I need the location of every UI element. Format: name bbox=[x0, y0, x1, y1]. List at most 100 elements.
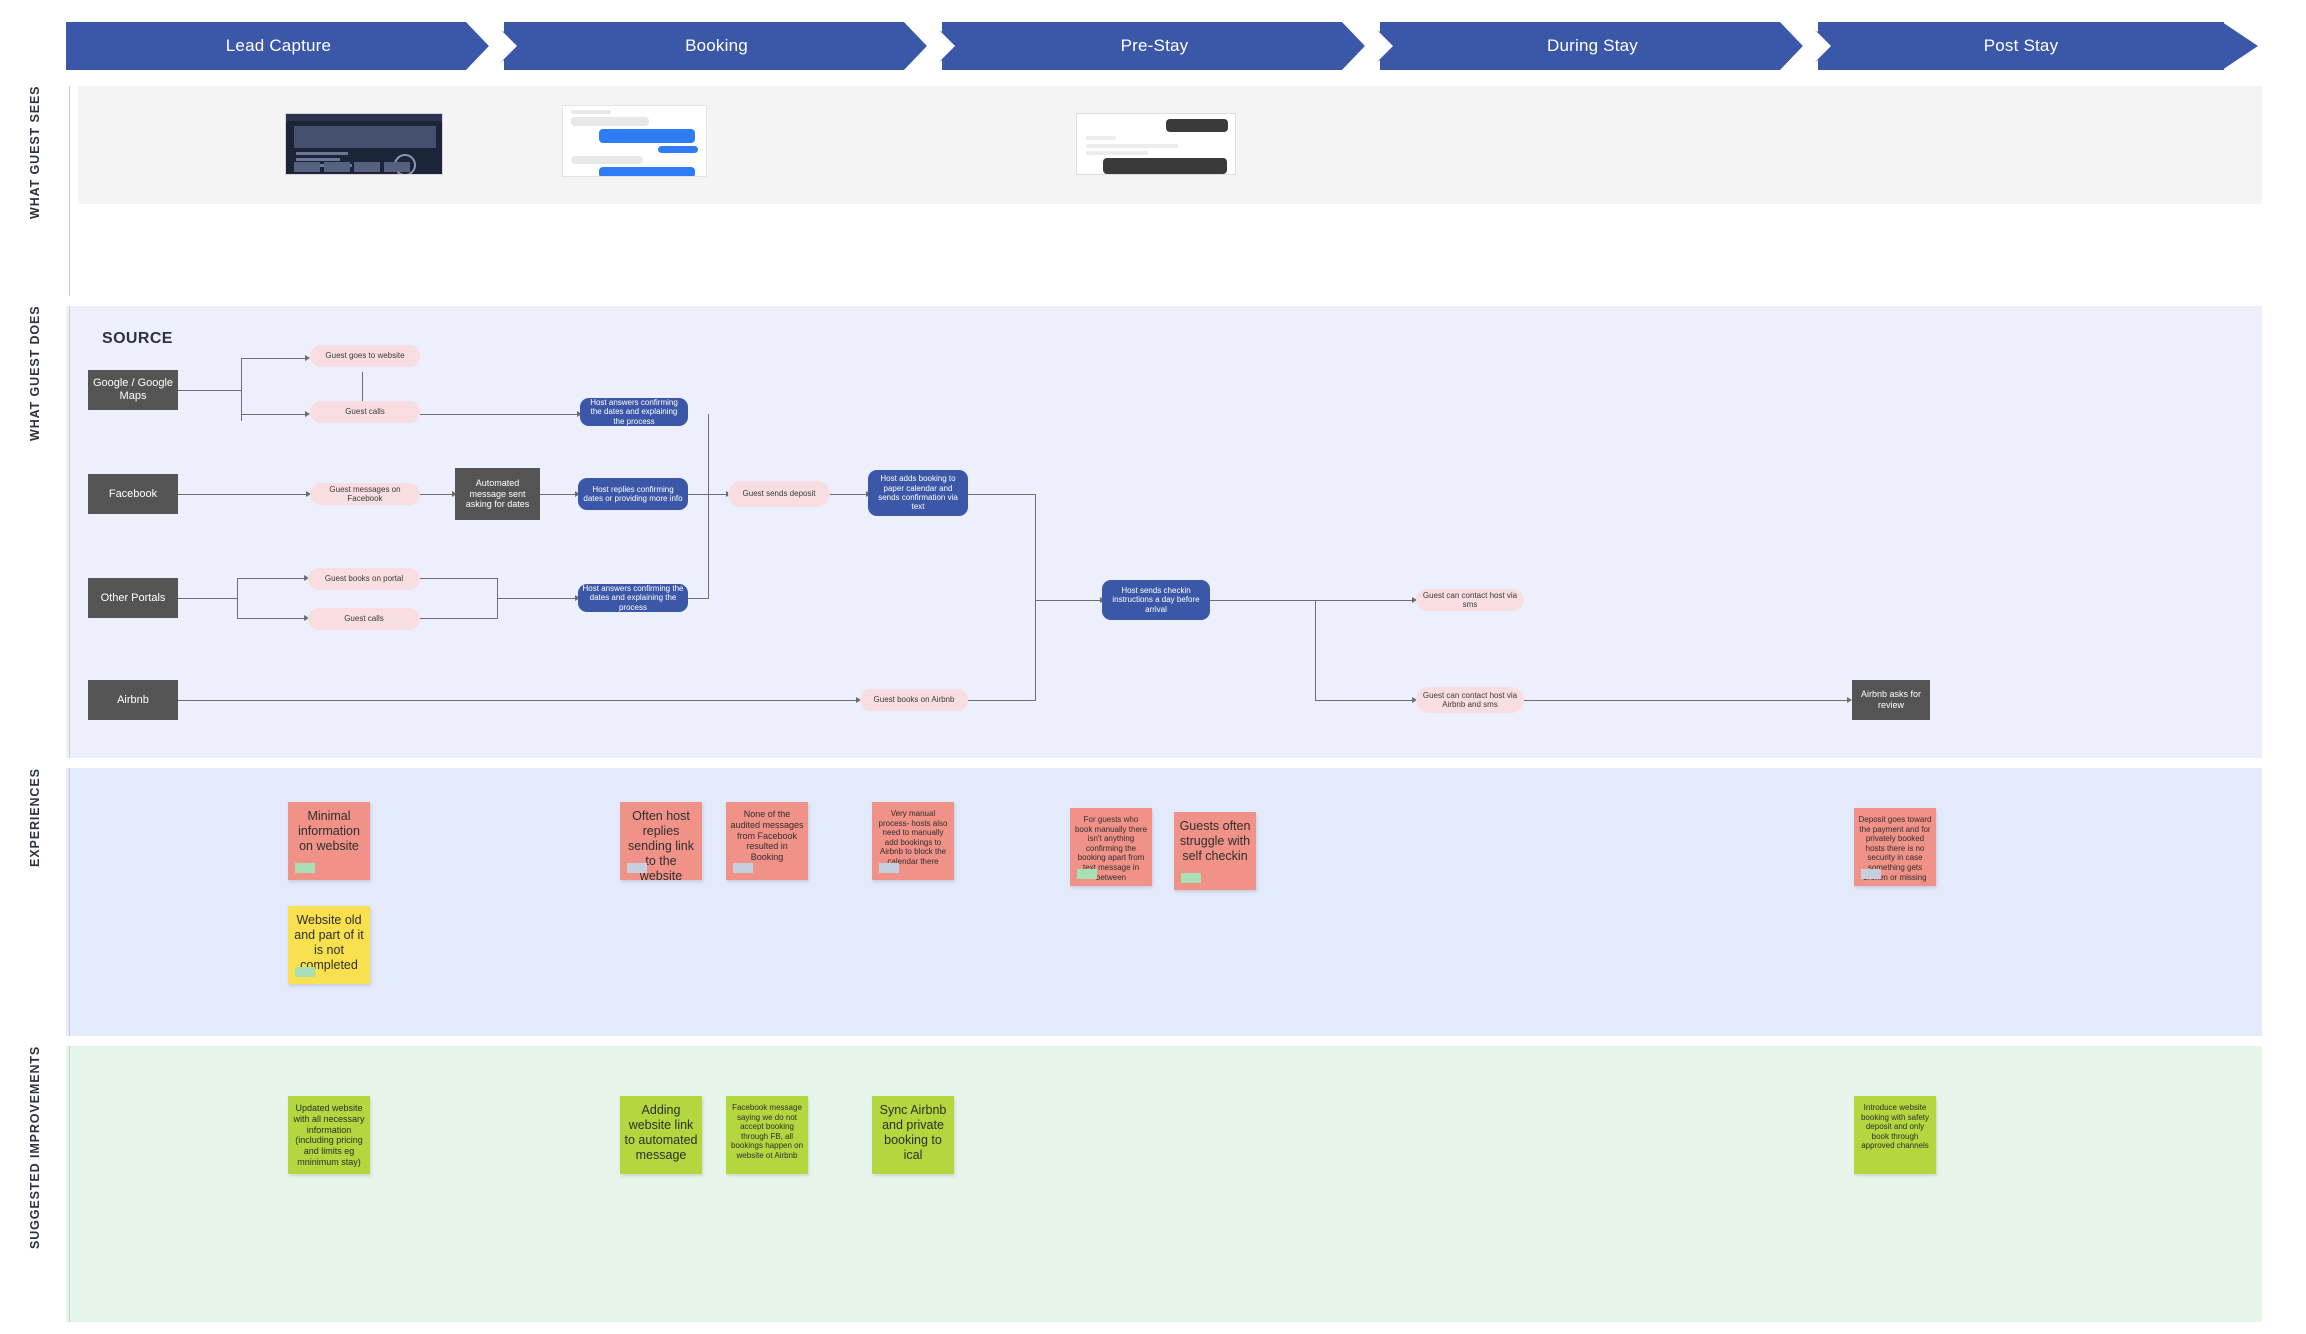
experience-note[interactable]: Often host replies sending link to the w… bbox=[620, 802, 702, 880]
row-label-text: WHAT GUEST SEES bbox=[28, 86, 42, 220]
node-label: Guest messages on Facebook bbox=[329, 484, 401, 503]
flow-step-guest-books-on-airbnb[interactable]: Guest books on Airbnb bbox=[860, 689, 968, 711]
row-label-what-guest-does: WHAT GUEST DOES bbox=[0, 306, 70, 758]
improvement-note[interactable]: Facebook message saying we do not accept… bbox=[726, 1096, 808, 1174]
phase-label: During Stay bbox=[1546, 36, 1639, 55]
row-label-what-guest-sees: WHAT GUEST SEES bbox=[0, 86, 70, 296]
phase-label: Post Stay bbox=[1983, 36, 2059, 55]
improvement-note[interactable]: Updated website with all necessary infor… bbox=[288, 1096, 370, 1174]
flow-step-guest-contact-host-airbnb-sms[interactable]: Guest can contact host via Airbnb and sm… bbox=[1416, 687, 1524, 713]
experience-note[interactable]: Very manual process- hosts also need to … bbox=[872, 802, 954, 880]
sticky-tag bbox=[1181, 873, 1201, 883]
flow-step-airbnb-asks-for-review[interactable]: Airbnb asks for review bbox=[1852, 680, 1930, 720]
node-label: Guest calls bbox=[345, 407, 385, 417]
node-label: Guest books on portal bbox=[324, 574, 404, 584]
flow-step-guest-calls-google[interactable]: Guest calls bbox=[310, 401, 420, 423]
experience-note[interactable]: Minimal information on website bbox=[288, 802, 370, 880]
sticky-text: Website old and part of it is not comple… bbox=[294, 913, 364, 972]
phase-during-stay[interactable]: During Stay bbox=[1380, 21, 1839, 71]
sticky-text: Deposit goes toward the payment and for … bbox=[1858, 815, 1932, 882]
sms-conversation-screenshot-thumbnail[interactable] bbox=[1076, 113, 1236, 175]
chevron-tip bbox=[2222, 22, 2258, 70]
flow-step-automated-message-sent[interactable]: Automated message sent asking for dates bbox=[455, 468, 540, 520]
node-label: Guest can contact host via Airbnb and sm… bbox=[1422, 690, 1518, 709]
sticky-tag bbox=[295, 863, 315, 873]
phase-lead-capture[interactable]: Lead Capture bbox=[66, 21, 525, 71]
node-label: Host replies confirming dates or providi… bbox=[583, 484, 683, 503]
band-suggested-improvements bbox=[66, 1046, 2262, 1322]
experience-note[interactable]: Guests often struggle with self checkin bbox=[1174, 812, 1256, 890]
flow-source-facebook[interactable]: Facebook bbox=[88, 474, 178, 514]
node-label: Airbnb bbox=[117, 693, 149, 706]
row-divider bbox=[69, 1046, 70, 1322]
row-label-experiences: EXPERIENCES bbox=[0, 768, 70, 1036]
experience-note[interactable]: Website old and part of it is not comple… bbox=[288, 906, 370, 984]
flow-step-host-sends-checkin-instructions[interactable]: Host sends checkin instructions a day be… bbox=[1102, 580, 1210, 620]
phase-booking[interactable]: Booking bbox=[504, 21, 963, 71]
row-divider bbox=[69, 768, 70, 1036]
flow-step-host-replies-confirming-dates[interactable]: Host replies confirming dates or providi… bbox=[578, 478, 688, 510]
flow-step-guest-sends-deposit[interactable]: Guest sends deposit bbox=[728, 481, 830, 507]
node-label: Guest goes to website bbox=[325, 351, 405, 361]
phase-label: Pre-Stay bbox=[1120, 36, 1189, 55]
phase-pre-stay[interactable]: Pre-Stay bbox=[942, 21, 1401, 71]
improvement-note[interactable]: Introduce website booking with safety de… bbox=[1854, 1096, 1936, 1174]
row-divider bbox=[69, 86, 70, 296]
sticky-text: Guests often struggle with self checkin bbox=[1179, 819, 1251, 863]
phase-ribbon: Lead Capture Booking Pre-Stay During Sta… bbox=[66, 21, 2262, 71]
flow-step-guest-contact-host-sms[interactable]: Guest can contact host via sms bbox=[1416, 589, 1524, 611]
sticky-text: Often host replies sending link to the w… bbox=[627, 809, 694, 880]
sticky-text: None of the audited messages from Facebo… bbox=[730, 809, 804, 863]
phase-post-stay[interactable]: Post Stay bbox=[1818, 22, 2258, 70]
flow-step-host-answers-confirming-dates-top[interactable]: Host answers confirming the dates and ex… bbox=[580, 398, 688, 426]
sticky-text: Updated website with all necessary infor… bbox=[293, 1103, 365, 1167]
improvement-note[interactable]: Sync Airbnb and private booking to ical bbox=[872, 1096, 954, 1174]
facebook-chat-screenshot-thumbnail[interactable] bbox=[562, 105, 707, 177]
experience-note[interactable]: None of the audited messages from Facebo… bbox=[726, 802, 808, 880]
sticky-tag bbox=[879, 863, 899, 873]
sticky-tag bbox=[295, 967, 315, 977]
node-label: Guest sends deposit bbox=[742, 489, 816, 499]
node-label: Host sends checkin instructions a day be… bbox=[1112, 585, 1200, 614]
source-heading: SOURCE bbox=[102, 330, 173, 347]
row-label-text: SUGGESTED IMPROVEMENTS bbox=[28, 1046, 42, 1250]
website-screenshot-thumbnail[interactable] bbox=[285, 113, 443, 175]
phase-label: Booking bbox=[685, 36, 748, 55]
row-label-text: WHAT GUEST DOES bbox=[28, 306, 42, 442]
node-label: Guest can contact host via sms bbox=[1422, 590, 1518, 609]
sticky-text: Adding website link to automated message bbox=[624, 1103, 698, 1162]
sticky-tag bbox=[733, 863, 753, 873]
sticky-tag bbox=[1861, 869, 1881, 879]
sticky-text: Minimal information on website bbox=[298, 809, 360, 853]
node-label: Guest calls bbox=[344, 614, 384, 624]
flow-step-host-adds-booking-paper-calendar[interactable]: Host adds booking to paper calendar and … bbox=[868, 470, 968, 516]
node-label: Guest books on Airbnb bbox=[873, 695, 955, 705]
sticky-tag bbox=[627, 863, 647, 873]
flow-step-guest-calls-portal[interactable]: Guest calls bbox=[308, 608, 420, 630]
phase-label: Lead Capture bbox=[225, 36, 332, 55]
node-label: Facebook bbox=[108, 487, 158, 500]
sticky-text: Sync Airbnb and private booking to ical bbox=[879, 1103, 947, 1162]
flow-step-guest-messages-facebook[interactable]: Guest messages on Facebook bbox=[310, 483, 420, 505]
experience-note[interactable]: For guests who book manually there isn't… bbox=[1070, 808, 1152, 886]
flow-step-guest-goes-to-website[interactable]: Guest goes to website bbox=[310, 345, 420, 367]
experience-note[interactable]: Deposit goes toward the payment and for … bbox=[1854, 808, 1936, 886]
band-what-guest-does bbox=[66, 306, 2262, 758]
flow-source-google[interactable]: Google / Google Maps bbox=[88, 370, 178, 410]
node-label: Airbnb asks for review bbox=[1860, 689, 1922, 710]
flow-step-host-answers-confirming-dates-lower[interactable]: Host answers confirming the dates and ex… bbox=[578, 584, 688, 612]
improvement-note[interactable]: Adding website link to automated message bbox=[620, 1096, 702, 1174]
node-label: Host answers confirming the dates and ex… bbox=[582, 583, 684, 612]
flow-source-other-portals[interactable]: Other Portals bbox=[88, 578, 178, 618]
sticky-text: Introduce website booking with safety de… bbox=[1860, 1103, 1930, 1151]
browser-bar bbox=[286, 114, 442, 121]
flow-source-airbnb[interactable]: Airbnb bbox=[88, 680, 178, 720]
flow-step-guest-books-on-portal[interactable]: Guest books on portal bbox=[308, 568, 420, 590]
row-label-suggested-improvements: SUGGESTED IMPROVEMENTS bbox=[0, 1046, 70, 1322]
row-label-text: EXPERIENCES bbox=[28, 768, 42, 867]
node-label: Other Portals bbox=[100, 591, 166, 604]
hero-image bbox=[294, 126, 436, 148]
node-label: Automated message sent asking for dates bbox=[465, 478, 530, 510]
sticky-text: Facebook message saying we do not accept… bbox=[730, 1103, 804, 1160]
